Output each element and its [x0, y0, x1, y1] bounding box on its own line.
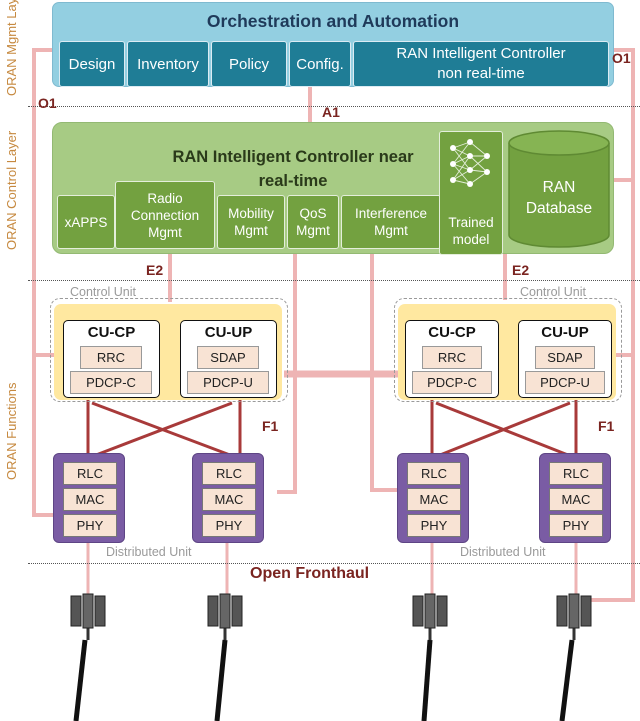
open-fronthaul-label: Open Fronthaul	[250, 565, 370, 582]
rlc-box: RLC	[63, 462, 117, 485]
f1-right-label: F1	[598, 418, 615, 434]
mac-box: MAC	[407, 488, 461, 511]
pdcp-c-box: PDCP-C	[412, 371, 492, 394]
du-1: RLC MAC PHY	[53, 453, 125, 543]
layer-label-mgmt: ORAN Mgmt Layer	[4, 0, 19, 96]
phy-box: PHY	[63, 514, 117, 537]
e2-right-label: E2	[512, 262, 530, 278]
o1-left-bus	[32, 48, 54, 517]
cu-cp-left: CU-CP RRC PDCP-C	[63, 320, 160, 398]
fronthaul-separator	[28, 563, 640, 564]
control-unit-label-left: Control Unit	[70, 285, 136, 299]
orchestration-automation-box: Orchestration and Automation Design Inve…	[52, 2, 614, 87]
du-4: RLC MAC PHY	[539, 453, 611, 543]
qos-mgmt-tile: QoS Mgmt	[287, 195, 339, 249]
ran-database-icon	[508, 130, 610, 248]
near-rt-ric-box: RAN Intelligent Controller near real-tim…	[52, 122, 614, 255]
ran-database-label: RAN Database	[525, 179, 593, 217]
du-3: RLC MAC PHY	[397, 453, 469, 543]
e2-left-du-link	[277, 254, 297, 494]
a1-label: A1	[322, 104, 340, 120]
near-rt-ric-title: RAN Intelligent Controller near real-tim…	[172, 148, 414, 190]
cu-up-title: CU-UP	[204, 324, 253, 341]
neural-network-icon	[450, 139, 490, 187]
orchestration-title: Orchestration and Automation	[206, 11, 460, 31]
pdcp-c-box: PDCP-C	[70, 371, 152, 394]
ric-non-rt-tile: RAN Intelligent Controller non real-time	[353, 41, 609, 87]
mac-box: MAC	[202, 488, 256, 511]
mgmt-control-separator	[28, 106, 640, 107]
sdap-box: SDAP	[197, 346, 259, 369]
radio-connection-mgmt-tile: Radio Connection Mgmt	[115, 181, 215, 249]
rrc-box: RRC	[422, 346, 482, 369]
mac-box: MAC	[63, 488, 117, 511]
phy-box: PHY	[407, 514, 461, 537]
rlc-box: RLC	[407, 462, 461, 485]
xapps-tile: xAPPS	[57, 195, 115, 249]
o1-right-label: O1	[612, 50, 631, 66]
cu-up-left: CU-UP SDAP PDCP-U	[180, 320, 277, 398]
rlc-box: RLC	[549, 462, 603, 485]
distributed-unit-label-left: Distributed Unit	[106, 545, 192, 559]
f1-left-label: F1	[262, 418, 279, 434]
du-2: RLC MAC PHY	[192, 453, 264, 543]
e2-right-du-link	[370, 254, 400, 492]
cu-cp-title: CU-CP	[87, 324, 136, 341]
rrc-box: RRC	[80, 346, 142, 369]
o1-left-label: O1	[38, 95, 57, 111]
mac-box: MAC	[549, 488, 603, 511]
antenna-icon	[556, 593, 592, 721]
antenna-icon	[412, 593, 448, 721]
layer-label-functions: ORAN Functions	[4, 382, 19, 480]
cu-cp-title: CU-CP	[428, 324, 476, 341]
inventory-tile: Inventory	[127, 41, 209, 87]
mobility-mgmt-tile: Mobility Mgmt	[217, 195, 285, 249]
policy-tile: Policy	[211, 41, 287, 87]
antenna-icon	[207, 593, 243, 721]
pdcp-u-box: PDCP-U	[525, 371, 605, 394]
control-functions-separator	[28, 280, 640, 281]
control-unit-right-outline	[394, 298, 622, 402]
e2-left-label: E2	[146, 262, 164, 278]
phy-box: PHY	[202, 514, 256, 537]
sdap-box: SDAP	[535, 346, 595, 369]
layer-label-control: ORAN Control Layer	[4, 130, 19, 250]
o1-right-bus	[585, 48, 635, 602]
rlc-box: RLC	[202, 462, 256, 485]
trained-model-tile: Trained model	[439, 131, 503, 255]
cu-cp-right: CU-CP RRC PDCP-C	[405, 320, 499, 398]
design-tile: Design	[59, 41, 125, 87]
cu-up-title: CU-UP	[541, 324, 589, 341]
distributed-unit-label-right: Distributed Unit	[460, 545, 546, 559]
pdcp-u-box: PDCP-U	[187, 371, 269, 394]
control-unit-left-outline	[50, 298, 288, 402]
interference-mgmt-tile: Interference Mgmt	[341, 195, 441, 249]
control-unit-label-right: Control Unit	[520, 285, 586, 299]
antenna-icon	[70, 593, 106, 721]
cu-up-right: CU-UP SDAP PDCP-U	[518, 320, 612, 398]
config-tile: Config.	[289, 41, 351, 87]
antenna-icons	[70, 593, 592, 721]
phy-box: PHY	[549, 514, 603, 537]
